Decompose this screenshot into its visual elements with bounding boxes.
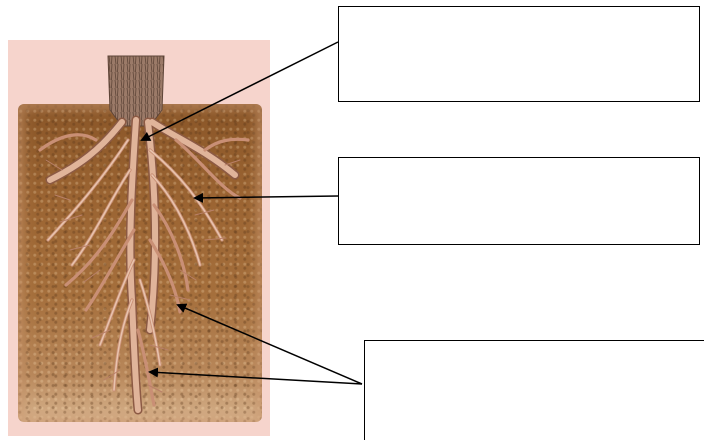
arrow-to-middle-box [195, 196, 338, 198]
arrow-to-bottom-box-upper [178, 305, 362, 384]
label-box-middle[interactable] [338, 157, 700, 245]
label-box-bottom[interactable] [364, 340, 704, 440]
arrow-to-bottom-box-lower [150, 372, 362, 384]
root-system [40, 120, 248, 410]
label-box-top[interactable] [338, 6, 700, 102]
arrow-to-top-box [142, 42, 338, 140]
